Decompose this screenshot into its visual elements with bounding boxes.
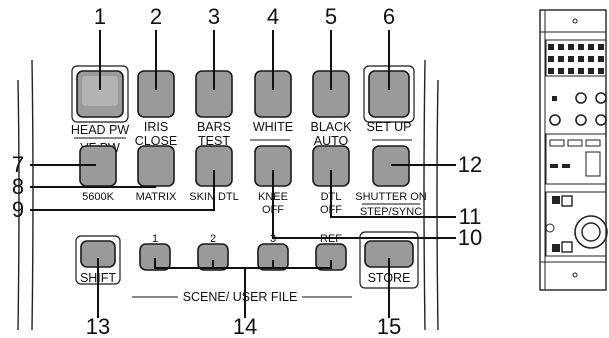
close-label: CLOSE — [135, 134, 177, 148]
callout-lines — [30, 30, 456, 318]
scene-user-file-label: SCENE/ USER FILE — [183, 290, 298, 304]
iris-label: IRIS — [144, 120, 168, 134]
scene-1-button[interactable] — [139, 243, 171, 271]
store-button[interactable] — [359, 231, 419, 289]
callout-9: 9 — [12, 197, 24, 222]
matrix-label: MATRIX — [136, 191, 177, 203]
set-up-button[interactable] — [363, 65, 415, 123]
callout-7: 7 — [12, 152, 24, 177]
callout-8: 8 — [12, 174, 24, 199]
panel-right-inner-edge — [436, 79, 439, 331]
auto-label: AUTO — [314, 134, 349, 148]
callout-2: 2 — [150, 4, 162, 29]
shutter-on-label: SHUTTER ON — [355, 191, 427, 203]
callout-10: 10 — [458, 225, 482, 250]
scene-3-button[interactable] — [257, 243, 289, 271]
callout-12: 12 — [458, 152, 482, 177]
panel-right-edge — [423, 59, 426, 331]
scene-2-button[interactable] — [197, 243, 229, 271]
set-up-label: SET UP — [367, 120, 412, 134]
callout-11: 11 — [459, 204, 482, 229]
5600k-label: 5600K — [82, 191, 114, 203]
callout-13: 13 — [86, 314, 110, 338]
callout-6: 6 — [383, 4, 395, 29]
black-label: BLACK — [311, 120, 353, 134]
scene-2-label: 2 — [210, 233, 216, 245]
white-label: WHITE — [253, 120, 293, 134]
step-sync-label: STEP/SYNC — [360, 206, 422, 218]
callout-3: 3 — [208, 4, 220, 29]
matrix-button[interactable] — [137, 145, 175, 187]
panel-left-edge — [17, 79, 20, 331]
test-label: TEST — [198, 134, 230, 148]
ref-button[interactable] — [315, 243, 347, 271]
callout-14: 14 — [233, 314, 257, 338]
callout-15: 15 — [377, 314, 401, 338]
bars-label: BARS — [197, 120, 231, 134]
callout-4: 4 — [267, 4, 279, 29]
callout-1: 1 — [94, 4, 106, 29]
head-pw-button[interactable] — [71, 65, 129, 123]
panel-overview-icon — [539, 9, 608, 291]
head-pw-label: HEAD PW — [71, 123, 130, 137]
scene-1-label: 1 — [152, 233, 158, 245]
callout-5: 5 — [325, 4, 337, 29]
panel-left-inner-edge — [31, 59, 34, 331]
